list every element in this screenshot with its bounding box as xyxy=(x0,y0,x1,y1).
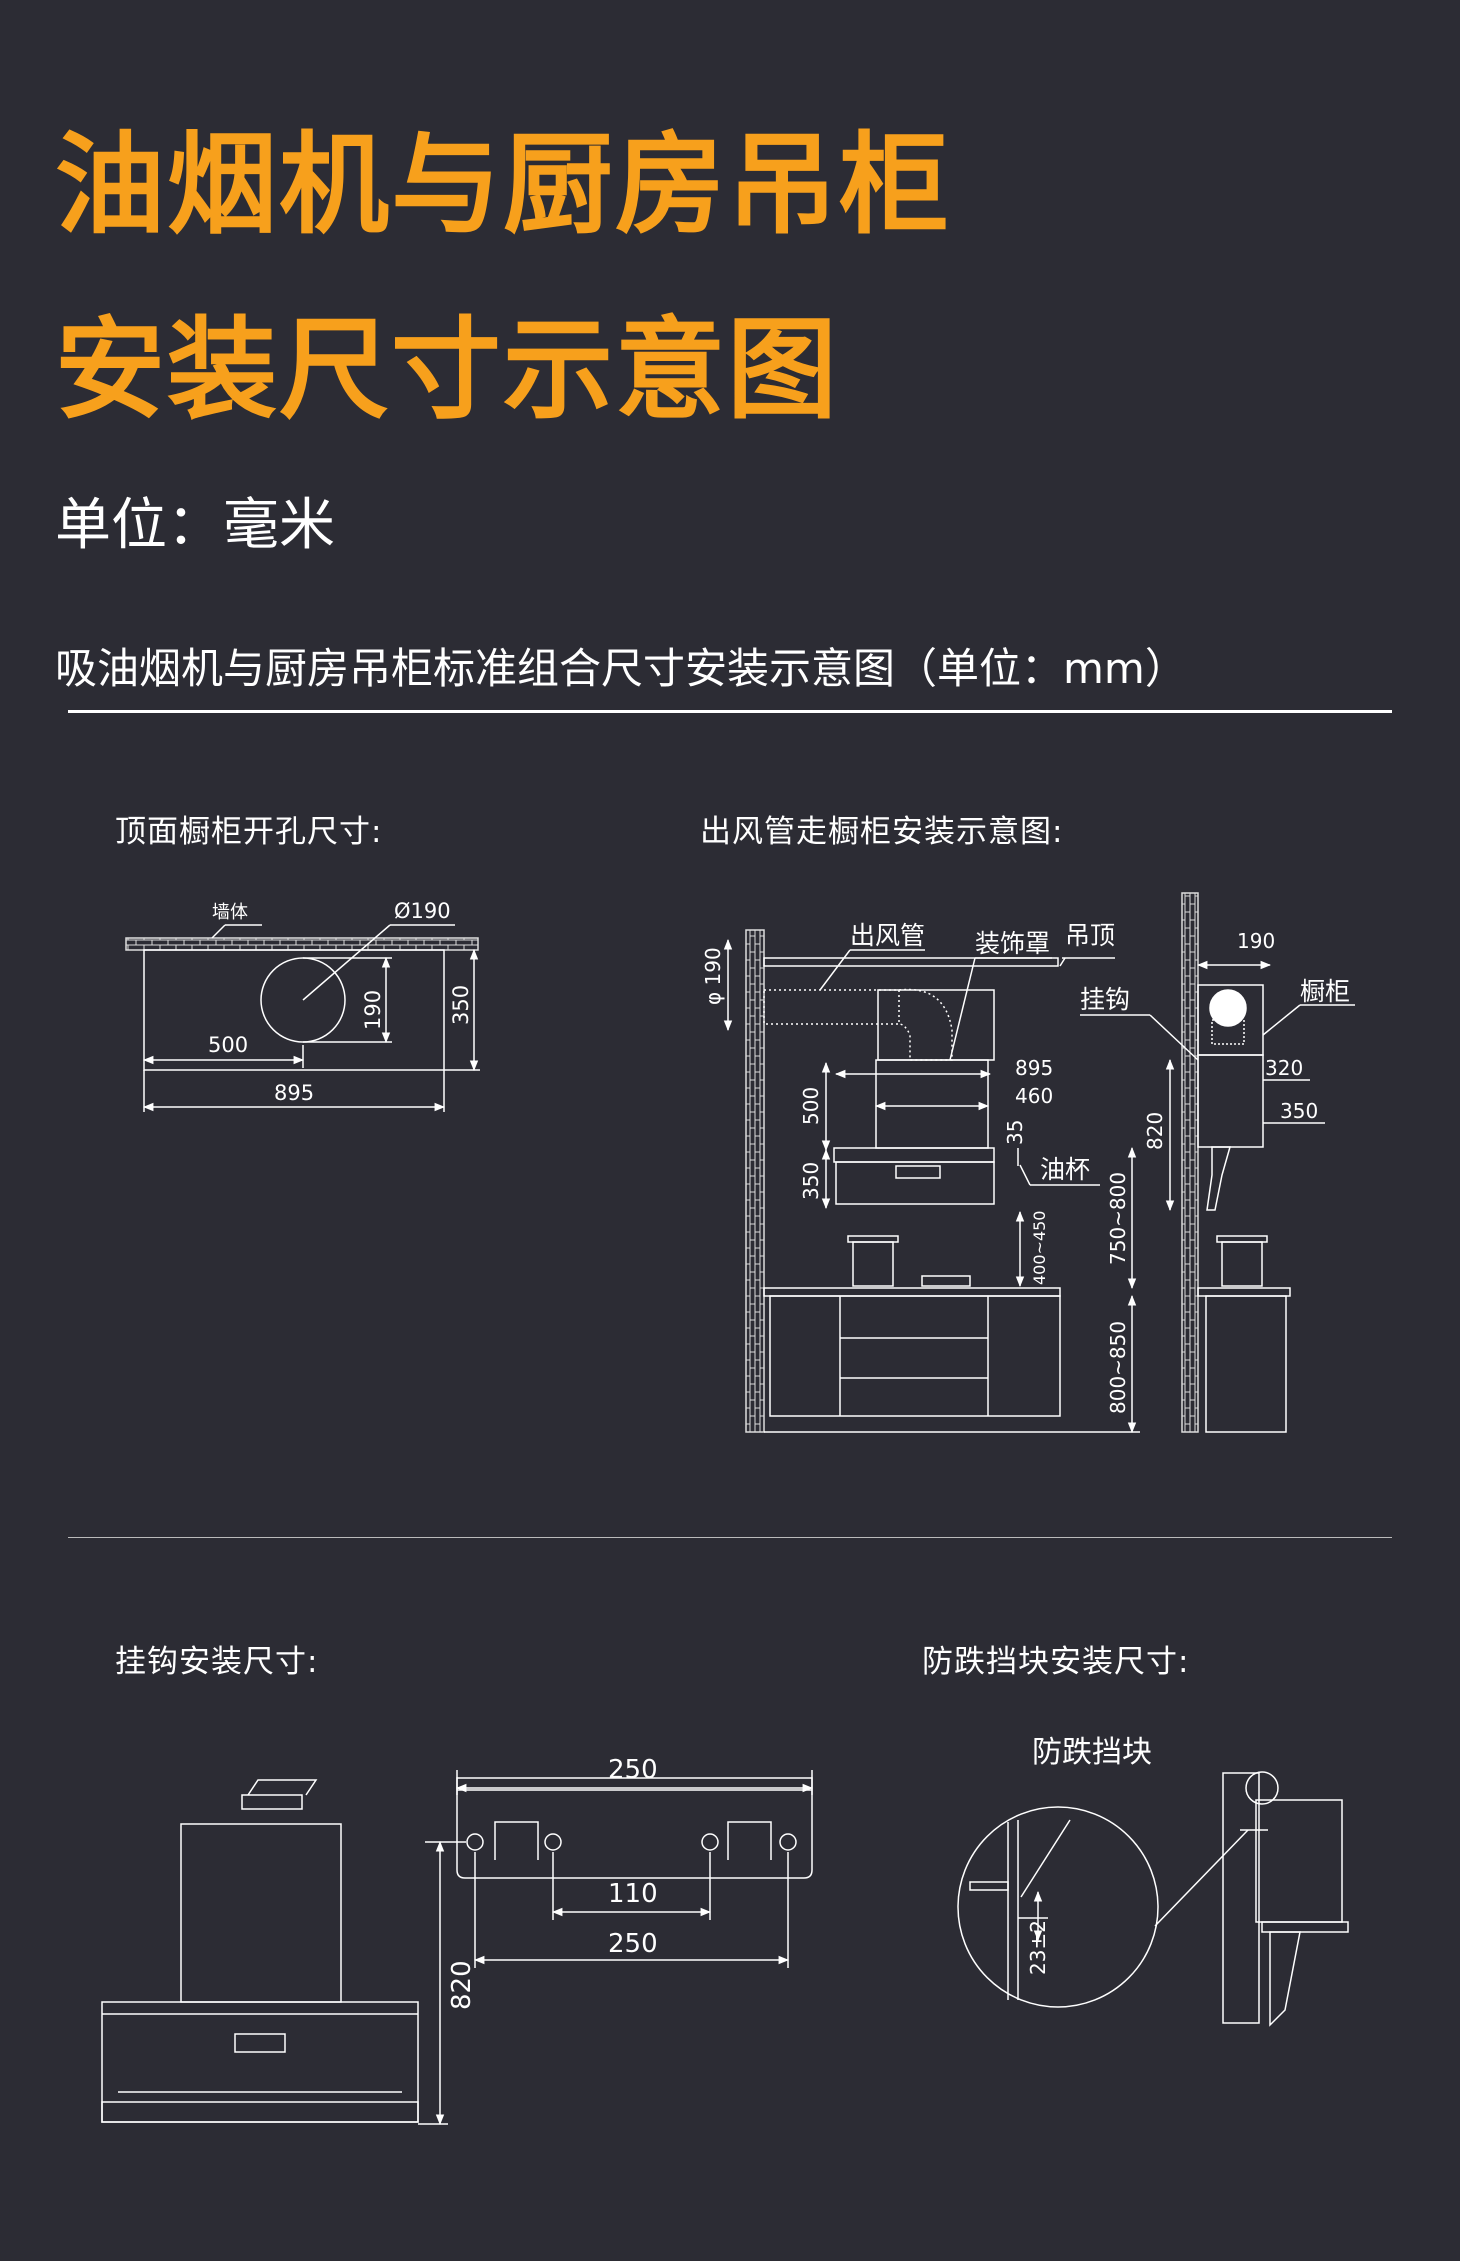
oil-cup-label: 油杯 xyxy=(1040,1155,1090,1184)
dim-350-text-duct: 350 xyxy=(799,1162,823,1200)
decorative-cover xyxy=(877,989,995,1061)
canopy-side-view xyxy=(1269,1931,1301,2027)
wall-label: 墙体 xyxy=(212,902,248,923)
stopper-block-detail xyxy=(969,1881,1009,1891)
ceiling-board xyxy=(763,957,1059,967)
right-wall xyxy=(1181,892,1199,1433)
wall-leader xyxy=(211,924,226,939)
cabinet-label: 橱柜 xyxy=(1300,977,1350,1006)
phi190-text: φ 190 xyxy=(701,947,725,1005)
duct-label: 出风管 xyxy=(850,921,925,950)
hook-bracket xyxy=(456,1777,813,1879)
duct-diagram xyxy=(723,892,1355,1434)
screw-hole-3 xyxy=(701,1833,719,1851)
hook-heading: 挂钩安装尺寸: xyxy=(115,1644,319,1680)
control-display xyxy=(234,2033,286,2053)
dim-460-text: 460 xyxy=(1015,1084,1053,1108)
hood-main-body xyxy=(101,2001,419,2123)
duct-heading: 出风管走橱柜安装示意图: xyxy=(700,814,1064,850)
section-divider xyxy=(68,1537,1392,1538)
stopper-heading: 防跌挡块安装尺寸: xyxy=(922,1644,1190,1680)
screw-hole-1 xyxy=(466,1833,484,1851)
dim-895-text-duct: 895 xyxy=(1015,1056,1053,1080)
flexible-duct xyxy=(763,989,900,1025)
hook-diagram xyxy=(101,1770,814,2126)
header-divider xyxy=(68,710,1392,713)
dim-400-450-text: 400~450 xyxy=(1030,1211,1049,1285)
dim-895-text: 895 xyxy=(274,1081,314,1105)
dim-320-text: 320 xyxy=(1265,1056,1303,1080)
cabinet-outline xyxy=(143,949,445,1071)
hook-label: 挂钩 xyxy=(1080,985,1130,1014)
dim-350b-text: 350 xyxy=(1280,1099,1318,1123)
cover-label: 装饰罩 xyxy=(975,929,1050,958)
dim-500-text-duct: 500 xyxy=(799,1087,823,1125)
screw-hole-2 xyxy=(544,1833,562,1851)
page-title-line2: 安装尺寸示意图 xyxy=(55,306,839,434)
hood-side xyxy=(1197,1054,1264,1148)
dim-190-text-duct: 190 xyxy=(1237,929,1275,953)
screw-hole-4 xyxy=(779,1833,797,1851)
hood-canopy-side xyxy=(1206,1146,1231,1211)
pot-right xyxy=(1221,1241,1263,1287)
hood-lower xyxy=(833,1147,995,1163)
top-cabinet-diagram xyxy=(125,924,480,1112)
lower-cabinet xyxy=(769,1295,1061,1417)
dim-35-text: 35 xyxy=(1003,1120,1027,1145)
hood-body xyxy=(875,1059,989,1149)
dim-250-bottom-text: 250 xyxy=(608,1929,658,1959)
duct-circle xyxy=(1209,989,1247,1027)
stove-burner xyxy=(921,1275,971,1287)
hole-leader xyxy=(302,924,391,1001)
dim-820-text-hook: 820 xyxy=(447,1960,477,2010)
dim-800-850-text: 800~850 xyxy=(1106,1321,1130,1414)
stopper-diagram xyxy=(957,1771,1349,2027)
left-wall xyxy=(745,929,765,1433)
cabinet-side-view xyxy=(1255,1799,1343,1923)
dim-350-text: 350 xyxy=(449,985,473,1025)
dim-820-text-duct: 820 xyxy=(1143,1112,1167,1150)
stopper-leader xyxy=(1020,1819,1071,1898)
detail-circle xyxy=(957,1806,1159,2008)
dim-750-800-text: 750~800 xyxy=(1106,1172,1130,1265)
dim-23-text: 23±2 xyxy=(1026,1920,1050,1975)
wall-side xyxy=(1222,1772,1260,2024)
hood-chimney xyxy=(180,1823,342,2003)
hood-panel xyxy=(835,1161,995,1205)
dim-500-text: 500 xyxy=(208,1033,248,1057)
hood-top-collar xyxy=(241,1794,303,1810)
wall-brick-strip xyxy=(125,937,479,951)
stopper-label: 防跌挡块 xyxy=(1032,1735,1152,1770)
countertop xyxy=(763,1287,1061,1297)
page-title-line1: 油烟机与厨房吊柜 xyxy=(55,121,951,249)
ceiling-label: 吊顶 xyxy=(1065,921,1115,950)
dim-190-text: 190 xyxy=(361,990,385,1030)
hook-right xyxy=(727,1821,772,1860)
callout-line xyxy=(1154,1829,1249,1927)
dim-250-top-text: 250 xyxy=(608,1755,658,1785)
top-cabinet-heading: 顶面橱柜开孔尺寸: xyxy=(115,814,383,850)
hole-diameter-label: Ø190 xyxy=(394,899,451,923)
dim-110-text: 110 xyxy=(608,1879,658,1909)
counter-side xyxy=(1197,1287,1291,1297)
hook-left xyxy=(494,1821,539,1860)
diagram-subtitle: 吸油烟机与厨房吊柜标准组合尺寸安装示意图（单位：mm） xyxy=(55,644,1187,693)
unit-label: 单位：毫米 xyxy=(55,493,335,558)
pot-left xyxy=(852,1241,894,1287)
